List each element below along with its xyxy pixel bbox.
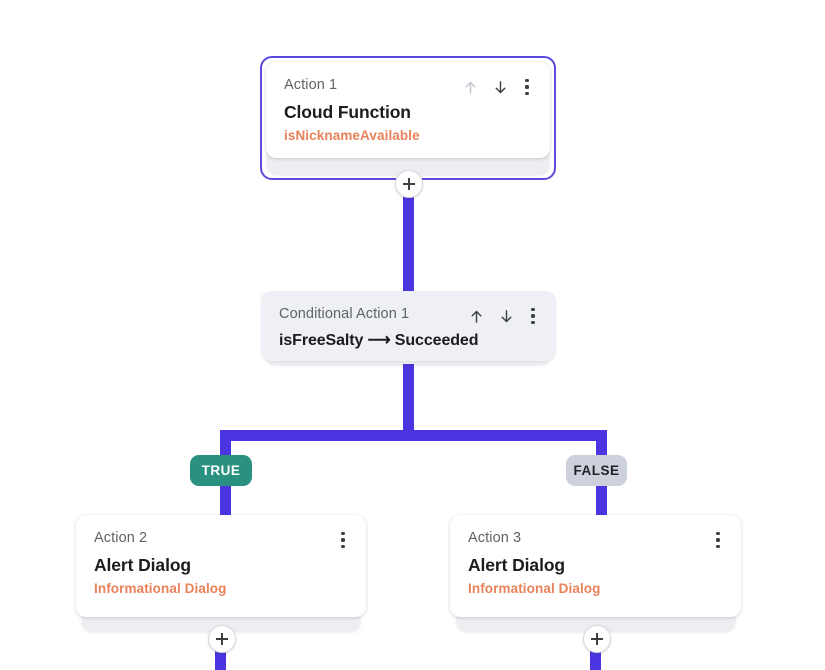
plus-icon-vertical [221,633,223,645]
node-action3-eyebrow: Action 3 [468,530,522,546]
branch-label-true[interactable]: TRUE [190,455,252,486]
kebab-menu-icon[interactable] [333,527,353,553]
arrow-up-icon[interactable] [457,74,483,100]
node-action2-eyebrow: Action 2 [94,530,148,546]
node-action1-title: Cloud Function [284,102,411,122]
kebab-menu-icon[interactable] [523,303,543,329]
node-conditional1-eyebrow: Conditional Action 1 [279,306,410,322]
node-conditional1-actions [463,303,543,329]
node-action3-subtitle: Informational Dialog [468,581,601,596]
connector-conditional1-to-branch [403,360,414,436]
add-node-button-after-action2[interactable] [208,625,236,653]
node-action2[interactable]: Action 2 Alert Dialog Informational Dial… [76,515,366,617]
node-action3-actions [708,527,728,553]
branch-label-false[interactable]: FALSE [566,455,627,486]
node-action3[interactable]: Action 3 Alert Dialog Informational Dial… [450,515,741,617]
node-action1-subtitle: isNicknameAvailable [284,128,420,143]
arrow-down-icon[interactable] [493,303,519,329]
kebab-menu-icon[interactable] [517,74,537,100]
arrow-up-icon[interactable] [463,303,489,329]
node-action1[interactable]: Action 1 Cloud Function isNicknameAvaila… [266,62,550,158]
arrow-down-icon[interactable] [487,74,513,100]
node-conditional1[interactable]: Conditional Action 1 isFreeSalty ⟶ Succe… [261,291,556,361]
node-action3-title: Alert Dialog [468,555,566,575]
kebab-menu-icon[interactable] [708,527,728,553]
node-action2-actions [333,527,353,553]
node-action2-subtitle: Informational Dialog [94,581,227,596]
add-node-button-after-action3[interactable] [583,625,611,653]
add-node-button-after-action1[interactable] [395,170,423,198]
node-action1-eyebrow: Action 1 [284,77,338,93]
plus-icon-vertical [408,178,410,190]
node-conditional1-title: isFreeSalty ⟶ Succeeded [279,332,479,349]
node-action2-title: Alert Dialog [94,555,192,575]
connector-action1-to-conditional1 [403,178,414,293]
connector-branch-bar [220,430,607,441]
plus-icon-vertical [596,633,598,645]
node-action1-actions [457,74,537,100]
